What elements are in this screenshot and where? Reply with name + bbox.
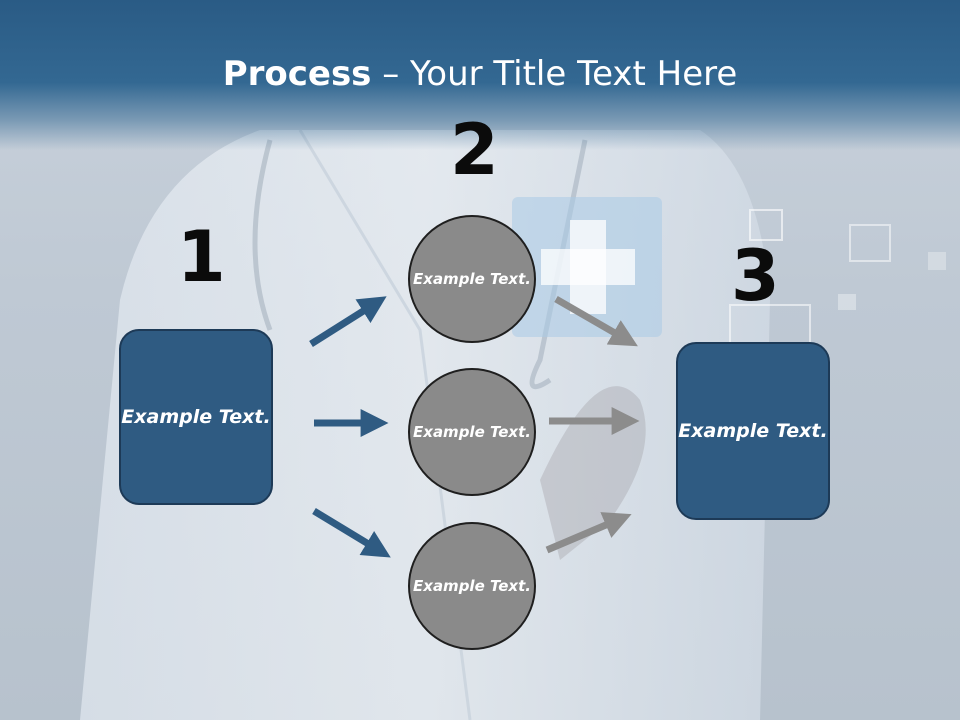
- arrow-left-to-bottom: [312, 508, 391, 558]
- step-2-circle-top: Example Text.: [408, 215, 536, 343]
- step-number-2: 2: [450, 109, 499, 191]
- arrow-top-to-right: [554, 295, 638, 347]
- step-2-circle-bottom: Example Text.: [408, 522, 536, 650]
- circle-top-label: Example Text.: [413, 269, 531, 288]
- step-3-label: Example Text.: [678, 419, 828, 442]
- circle-bottom-label: Example Text.: [413, 576, 531, 595]
- step-2-circle-middle: Example Text.: [408, 368, 536, 496]
- title-bold: Process: [222, 54, 372, 94]
- title-bar: [0, 0, 960, 150]
- step-1-box: Example Text.: [119, 329, 273, 505]
- step-1-label: Example Text.: [121, 405, 271, 428]
- step-number-1: 1: [177, 216, 226, 298]
- arrow-bottom-to-right: [545, 512, 632, 554]
- page-title: Process – Your Title Text Here: [0, 52, 960, 96]
- arrow-left-to-top: [309, 296, 387, 347]
- circle-middle-label: Example Text.: [413, 422, 531, 441]
- title-rest: – Your Title Text Here: [371, 54, 738, 94]
- step-3-box: Example Text.: [676, 342, 830, 520]
- step-number-3: 3: [731, 235, 780, 317]
